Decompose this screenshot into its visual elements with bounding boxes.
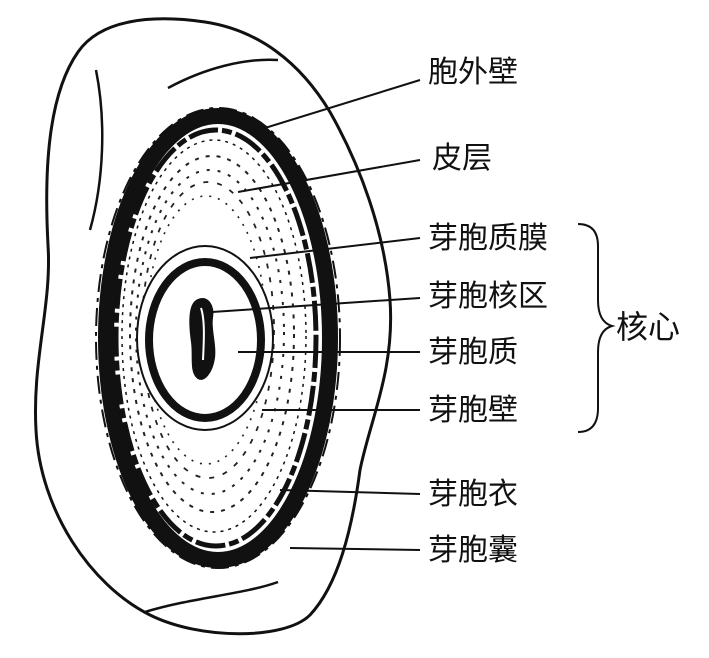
label-spore-membrane: 芽胞质膜 <box>428 221 548 256</box>
nuclear-region-highlight <box>200 307 205 361</box>
exosporium-layer <box>98 108 338 568</box>
leader-sporangium <box>289 547 421 551</box>
label-sporangium: 芽胞囊 <box>428 533 518 568</box>
label-cortex: 皮层 <box>432 141 492 176</box>
sporangium-inner-fold <box>167 58 279 90</box>
sporangium-bottom-fold <box>144 580 279 614</box>
label-spore-wall: 芽胞壁 <box>428 393 518 428</box>
cortex-stipple-ring-2 <box>135 169 285 495</box>
leader-exosporium <box>264 79 421 129</box>
leader-cortex <box>237 159 421 193</box>
leader-spore-membrane <box>249 237 421 259</box>
label-core: 核心 <box>616 308 680 346</box>
core-brace <box>577 223 616 433</box>
label-spore-coat: 芽胞衣 <box>428 477 518 512</box>
sporangium-outline <box>33 17 393 636</box>
label-exosporium: 胞外壁 <box>428 55 518 90</box>
leader-nuclear-region <box>211 297 421 313</box>
cortex-stipple-ring-1 <box>129 155 295 513</box>
sporangium-left-fold <box>88 69 104 231</box>
label-spore-cytoplasm: 芽胞质 <box>428 335 518 370</box>
leader-spore-coat <box>279 489 421 495</box>
spore-wall-ring <box>145 258 265 422</box>
nuclear-region-shape <box>189 298 216 380</box>
label-nuclear-region: 芽胞核区 <box>428 279 548 314</box>
cortex-stipple-ring-3 <box>141 181 275 479</box>
exosporium-outer-edge <box>95 107 341 569</box>
